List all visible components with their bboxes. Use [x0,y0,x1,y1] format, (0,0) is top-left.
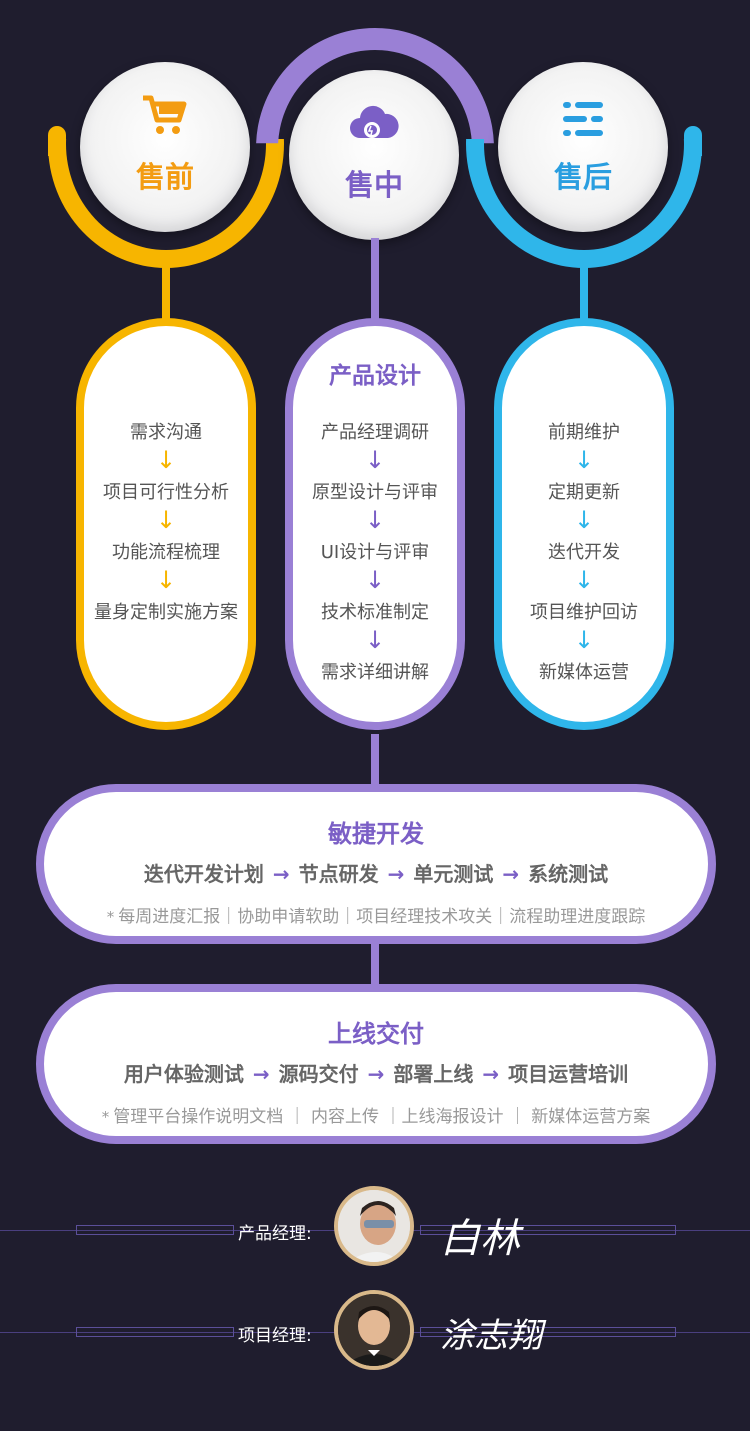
arrow-down-icon: ↓ [364,446,386,474]
project-manager-label: 项目经理: [238,1326,312,1346]
cloud-gear-icon [348,100,400,150]
agile-flow-step: 节点研发 [298,862,379,886]
agile-flow-step: 系统测试 [528,862,609,886]
delivery-note-text: 管理平台操作说明文档 ｜ 内容上传 ｜上线海报设计 ｜ 新媒体运营方案 [113,1107,651,1127]
insale-connector-mid [371,734,379,790]
arrow-right-icon: → [252,1062,270,1086]
presale-step: 量身定制实施方案 [94,602,238,623]
manager-bar [420,1327,676,1337]
arrow-down-icon: ↓ [573,506,595,534]
insale-label: 售中 [344,168,403,202]
arrow-right-icon: → [482,1062,500,1086]
project-manager-signature: 涂志翔 [440,1316,542,1356]
aftersale-connector [580,262,588,324]
delivery-flow-step: 用户体验测试 [123,1062,244,1086]
aftersale-step: 迭代开发 [548,542,620,563]
agile-connector [371,940,379,990]
product-manager-label: 产品经理: [238,1224,312,1244]
shopping-cart-icon [141,94,189,142]
aftersale-label: 售后 [553,160,612,194]
arrow-down-icon: ↓ [364,506,386,534]
delivery-title: 上线交付 [328,1020,424,1048]
delivery-flow: 用户体验测试 → 源码交付 → 部署上线 → 项目运营培训 [44,1058,708,1087]
agile-card: 敏捷开发 迭代开发计划 → 节点研发 → 单元测试 → 系统测试 *每周进度汇报｜协助申请软… [36,784,716,944]
aftersale-circle: 售后 [498,62,668,232]
arrow-right-icon: → [367,1062,385,1086]
arrow-down-icon: ↓ [155,446,177,474]
presale-step: 功能流程梳理 [112,542,220,563]
insale-step: 技术标准制定 [321,602,429,623]
manager-bar [76,1225,234,1235]
arrow-down-icon: ↓ [155,566,177,594]
arrow-down-icon: ↓ [573,446,595,474]
menu-lines-icon [561,100,605,144]
project-manager-avatar [334,1290,414,1370]
arrow-down-icon: ↓ [573,566,595,594]
presale-connector [162,262,170,324]
presale-card: 需求沟通 ↓ 项目可行性分析 ↓ 功能流程梳理 ↓ 量身定制实施方案 [76,318,256,730]
product-manager-avatar [334,1186,414,1266]
agile-note-text: 每周进度汇报｜协助申请软助｜项目经理技术攻关｜流程助理进度跟踪 [118,907,646,927]
presale-step: 项目可行性分析 [103,482,229,503]
arrow-down-icon: ↓ [573,626,595,654]
arrow-down-icon: ↓ [364,626,386,654]
presale-label: 售前 [135,160,194,194]
delivery-card: 上线交付 用户体验测试 → 源码交付 → 部署上线 → 项目运营培训 *管理平台操作说明文档… [36,984,716,1144]
insale-connector-top [371,238,379,324]
agile-flow-step: 迭代开发计划 [143,862,264,886]
presale-circle: 售前 [80,62,250,232]
arrow-down-icon: ↓ [155,506,177,534]
insale-step: 产品经理调研 [321,422,429,443]
aftersale-step: 新媒体运营 [539,662,629,683]
manager-bar [420,1225,676,1235]
asterisk: * [106,908,115,926]
arrow-down-icon: ↓ [364,566,386,594]
insale-step: UI设计与评审 [320,542,430,563]
aftersale-step: 前期维护 [548,422,620,443]
insale-card-title: 产品设计 [329,363,421,389]
asterisk: * [101,1108,110,1126]
aftersale-step: 定期更新 [548,482,620,503]
agile-note: *每周进度汇报｜协助申请软助｜项目经理技术攻关｜流程助理进度跟踪 [44,902,708,927]
arrow-right-icon: → [387,862,405,886]
presale-arc-cap [48,126,66,156]
insale-circle: 售中 [289,70,459,240]
insale-step: 原型设计与评审 [312,482,438,503]
delivery-flow-step: 源码交付 [278,1062,359,1086]
presale-step: 需求沟通 [130,422,202,443]
aftersale-card: 前期维护 ↓ 定期更新 ↓ 迭代开发 ↓ 项目维护回访 ↓ 新媒体运营 [494,318,674,730]
arrow-right-icon: → [502,862,520,886]
aftersale-arc-cap [684,126,702,156]
avatar-photo [338,1190,410,1262]
insale-card: 产品设计 产品经理调研 ↓ 原型设计与评审 ↓ UI设计与评审 ↓ 技术标准制定… [285,318,465,730]
insale-step: 需求详细讲解 [321,662,429,683]
arrow-right-icon: → [272,862,290,886]
agile-flow: 迭代开发计划 → 节点研发 → 单元测试 → 系统测试 [44,858,708,887]
delivery-flow-step: 部署上线 [393,1062,474,1086]
aftersale-step: 项目维护回访 [530,602,638,623]
agile-flow-step: 单元测试 [413,862,494,886]
delivery-flow-step: 项目运营培训 [508,1062,629,1086]
agile-title: 敏捷开发 [328,820,424,848]
delivery-note: *管理平台操作说明文档 ｜ 内容上传 ｜上线海报设计 ｜ 新媒体运营方案 [44,1102,708,1127]
product-manager-signature: 白林 [440,1216,520,1262]
manager-bar [76,1327,234,1337]
avatar-photo [338,1294,410,1366]
